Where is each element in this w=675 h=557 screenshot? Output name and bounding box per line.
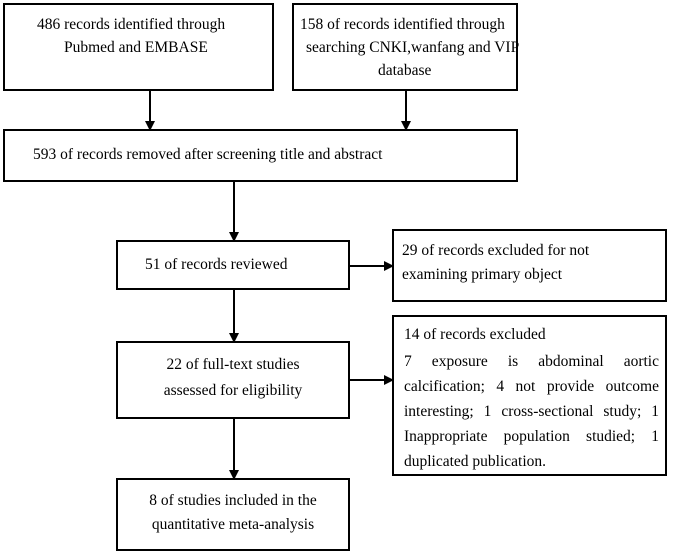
cnki-records-line-3: database: [378, 62, 432, 79]
fulltext-assessed-box: [116, 341, 350, 419]
cnki-records-line-2: searching CNKI,wanfang and VIP: [306, 39, 520, 56]
studies-included-line-2: quantitative meta-analysis: [151, 516, 315, 533]
pubmed-records-line-2: Pubmed and EMBASE: [64, 39, 208, 56]
excluded-detail-reasons: 7 exposure is abdominal aortic calcifica…: [404, 353, 659, 470]
fulltext-assessed-line-1: 22 of full-text studies: [166, 356, 300, 373]
fulltext-assessed-line-2: assessed for eligibility: [163, 382, 303, 399]
excluded-detail-box: [392, 315, 667, 476]
cnki-records-line-1: 158 of records identified through: [300, 16, 505, 33]
cnki-records-box: [292, 3, 518, 91]
records-removed-box: [3, 129, 518, 182]
excluded-primary-box: [392, 229, 667, 302]
pubmed-records-box: [3, 3, 274, 91]
studies-included-line-1: 8 of studies included in the: [149, 492, 317, 509]
excluded-primary-line-2: examining primary object: [402, 266, 563, 283]
excluded-primary-line-1: 29 of records excluded for not: [402, 242, 590, 259]
studies-included-box: [116, 478, 350, 551]
excluded-detail-heading: 14 of records excluded: [404, 326, 546, 343]
records-reviewed-box: [116, 240, 350, 290]
records-removed-text: 593 of records removed after screening t…: [33, 146, 383, 163]
records-reviewed-text: 51 of records reviewed: [145, 256, 288, 273]
pubmed-records-line-1: 486 records identified through: [37, 16, 226, 33]
